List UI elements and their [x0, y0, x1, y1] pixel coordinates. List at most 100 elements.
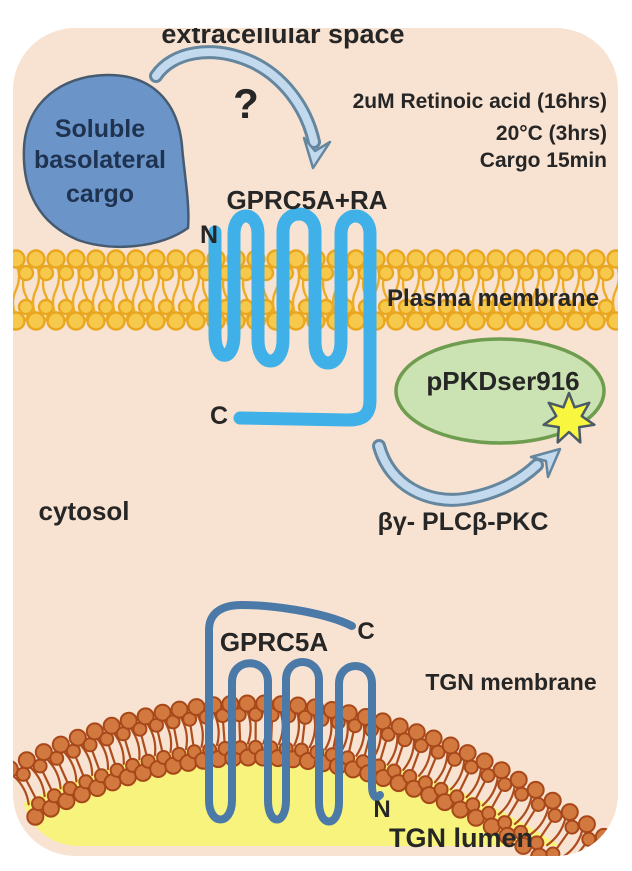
pm-lipid-head: [39, 300, 53, 314]
tgn-lipid-head: [50, 752, 63, 765]
pm-lipid-head: [599, 300, 613, 314]
pm-lipid-head: [419, 266, 433, 280]
pm-lipid-head: [139, 300, 153, 314]
pm-lipid-head: [408, 251, 425, 268]
pm-lipid-head: [348, 313, 365, 330]
pm-lipid-head: [288, 313, 305, 330]
pm-lipid-head: [108, 251, 125, 268]
cargo-label-line3: cargo: [66, 180, 134, 208]
pm-lipid-head: [19, 300, 33, 314]
pm-receptor-label: GPRC5A+RA: [226, 185, 387, 215]
pm-lipid-head: [568, 251, 585, 268]
question-mark: ?: [233, 80, 259, 127]
tgn-lipid-head: [528, 782, 544, 798]
pm-lipid-head: [19, 266, 33, 280]
tgn-lipid-tail: [589, 856, 603, 866]
cargo-label-line1: Soluble: [55, 115, 145, 143]
pm-lipid-head: [428, 251, 445, 268]
extracellular-space-label: extracellular space: [161, 19, 404, 49]
pm-lipid-head: [539, 266, 553, 280]
pm-lipid-head: [588, 251, 605, 268]
condition-retinoic-acid: 2uM Retinoic acid (16hrs): [353, 90, 607, 113]
tgn-lipid-head: [562, 804, 578, 820]
cargo-label-line2: basolateral: [34, 146, 166, 174]
tgn-lipid-head: [2, 761, 18, 777]
pm-lipid-head: [59, 266, 73, 280]
pm-lipid-head: [479, 266, 493, 280]
pm-lipid-head: [119, 300, 133, 314]
pm-lipid-head: [239, 266, 253, 280]
tgn-receptor-n-terminus: N: [373, 796, 390, 823]
pm-lipid-head: [148, 251, 165, 268]
pm-lipid-head: [468, 251, 485, 268]
tgn-lipid-head: [545, 793, 561, 809]
pm-lipid-head: [388, 251, 405, 268]
pathway-label: βγ- PLCβ-PKC: [378, 508, 549, 536]
pm-lipid-head: [619, 300, 632, 314]
pm-lipid-head: [619, 266, 632, 280]
pm-lipid-head: [139, 266, 153, 280]
pm-lipid-head: [519, 266, 533, 280]
pm-receptor-n-terminus: N: [200, 221, 218, 249]
pm-lipid-head: [168, 251, 185, 268]
pm-lipid-head: [599, 266, 613, 280]
pm-lipid-head: [88, 313, 105, 330]
tgn-lipid-head: [599, 846, 612, 859]
tgn-lipid-head: [579, 816, 595, 832]
pm-lipid-head: [8, 251, 25, 268]
pm-receptor-c-terminus: C: [210, 402, 228, 430]
pm-lipid-head: [528, 313, 545, 330]
tgn-membrane-label: TGN membrane: [425, 669, 596, 695]
pm-lipid-head: [128, 313, 145, 330]
pm-lipid-head: [8, 313, 25, 330]
pm-lipid-head: [528, 251, 545, 268]
tgn-lipid-head: [17, 768, 30, 781]
pm-lipid-head: [288, 251, 305, 268]
pm-lipid-head: [79, 266, 93, 280]
pm-lipid-head: [548, 313, 565, 330]
pm-lipid-head: [188, 313, 205, 330]
pm-lipid-head: [28, 313, 45, 330]
tgn-lipid-head: [43, 801, 59, 817]
plasma-membrane-label: Plasma membrane: [387, 285, 599, 312]
pm-lipid-head: [239, 300, 253, 314]
pm-lipid-head: [128, 251, 145, 268]
pm-lipid-head: [99, 300, 113, 314]
pm-lipid-head: [148, 313, 165, 330]
pm-lipid-head: [379, 266, 393, 280]
tgn-lipid-head: [613, 842, 629, 858]
pm-lipid-head: [388, 313, 405, 330]
pm-lipid-head: [79, 300, 93, 314]
tgn-lipid-head: [549, 809, 562, 822]
pm-lipid-head: [68, 313, 85, 330]
pm-lipid-head: [488, 313, 505, 330]
pm-lipid-head: [179, 300, 193, 314]
kinase-label: pPKDser916: [426, 366, 579, 396]
pm-lipid-head: [499, 266, 513, 280]
tgn-lipid-head: [19, 752, 35, 768]
pm-lipid-head: [579, 266, 593, 280]
pm-lipid-head: [439, 266, 453, 280]
pm-lipid-head: [108, 313, 125, 330]
tgn-lipid-head: [563, 859, 576, 866]
pm-lipid-head: [488, 251, 505, 268]
pm-lipid-head: [559, 266, 573, 280]
tgn-lipid-head: [27, 809, 43, 825]
tgn-lipid-head: [531, 849, 547, 865]
pm-lipid-head: [608, 251, 625, 268]
tgn-lipid-head: [494, 762, 510, 778]
tgn-lipid-head: [477, 753, 493, 769]
pm-lipid-head: [39, 266, 53, 280]
pm-lipid-head: [159, 266, 173, 280]
pm-lipid-head: [468, 313, 485, 330]
tgn-lumen-label: TGN lumen: [389, 823, 533, 853]
pm-lipid-head: [88, 251, 105, 268]
pm-lipid-head: [119, 266, 133, 280]
pm-lipid-head: [179, 266, 193, 280]
tgn-lipid-head: [498, 778, 511, 791]
tgn-lipid-head: [566, 821, 579, 834]
tgn-lipid-head: [482, 769, 495, 782]
pm-lipid-head: [188, 251, 205, 268]
pm-lipid-head: [348, 251, 365, 268]
